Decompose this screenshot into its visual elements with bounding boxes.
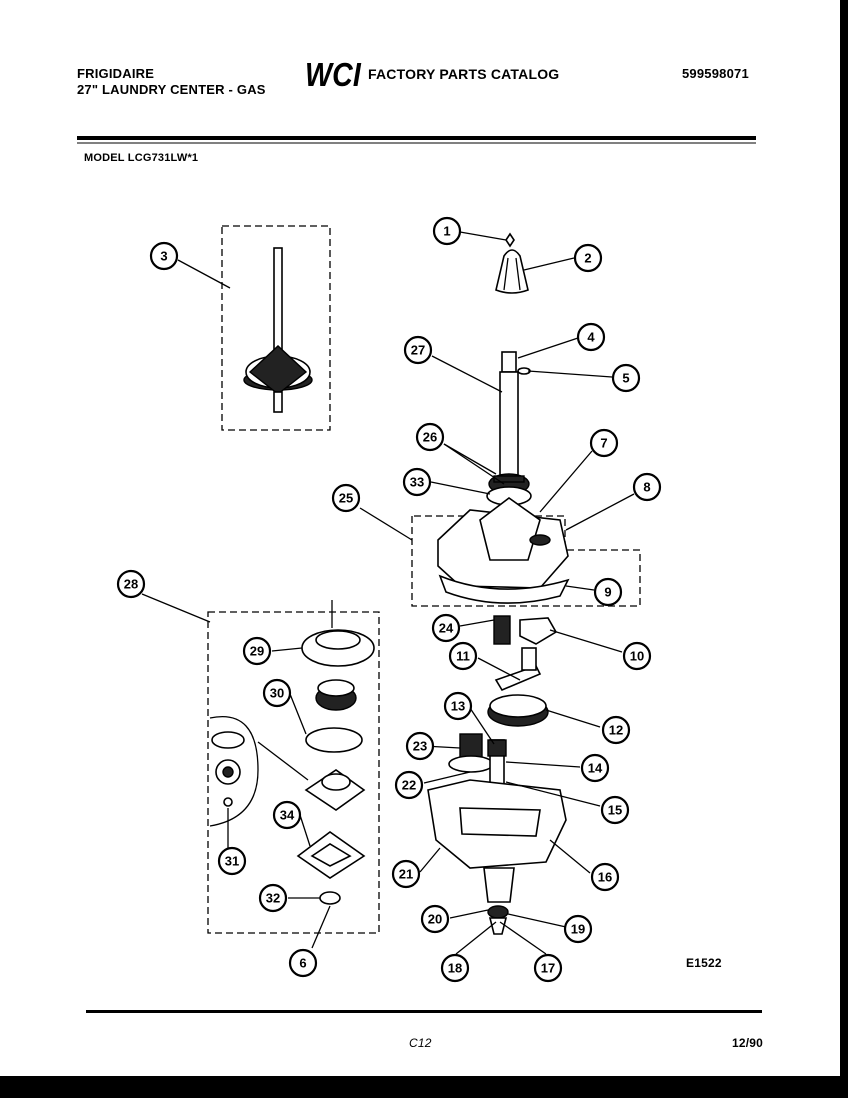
callout-8: 8	[632, 472, 662, 502]
callout-12: 12	[601, 715, 631, 745]
svg-text:17: 17	[541, 961, 555, 976]
callout-22: 22	[394, 770, 424, 800]
agitator-cap	[495, 232, 529, 294]
callout-13: 13	[443, 691, 473, 721]
callout-14: 14	[580, 753, 610, 783]
callout-7: 7	[589, 428, 619, 458]
svg-text:12: 12	[609, 723, 623, 738]
svg-text:19: 19	[571, 922, 585, 937]
callout-6: 6	[288, 948, 318, 978]
callout-18: 18	[440, 953, 470, 983]
svg-text:9: 9	[604, 585, 611, 600]
callout-15: 15	[600, 795, 630, 825]
svg-text:8: 8	[643, 480, 650, 495]
callout-24: 24	[431, 613, 461, 643]
gearcase	[427, 779, 567, 935]
svg-text:11: 11	[456, 649, 470, 664]
callout-32: 32	[258, 883, 288, 913]
page-code: C12	[409, 1036, 432, 1050]
svg-text:29: 29	[250, 644, 264, 659]
callout-29: 29	[242, 636, 272, 666]
svg-text:32: 32	[266, 891, 280, 906]
callout-1: 1	[432, 216, 462, 246]
callout-10: 10	[622, 641, 652, 671]
seal-kit-parts	[296, 600, 375, 905]
agitator-shaft-assembly	[243, 247, 313, 413]
callout-25: 25	[331, 483, 361, 513]
svg-text:22: 22	[402, 778, 416, 793]
callout-30: 30	[262, 678, 292, 708]
transmission-cover	[437, 497, 570, 604]
crank-arm	[494, 647, 542, 692]
seal-detail-bubble	[209, 716, 259, 827]
callout-17: 17	[533, 953, 563, 983]
brand-name: FRIGIDAIRE	[77, 66, 155, 81]
document-number: 599598071	[682, 66, 749, 81]
bearing-detail	[211, 731, 245, 807]
svg-text:26: 26	[423, 430, 437, 445]
footer-rule	[86, 1010, 762, 1013]
callout-21: 21	[391, 859, 421, 889]
svg-text:31: 31	[225, 854, 239, 869]
svg-text:16: 16	[598, 870, 612, 885]
svg-text:21: 21	[399, 867, 413, 882]
spin-gear	[448, 733, 494, 773]
callout-11: 11	[448, 641, 478, 671]
callout-16: 16	[590, 862, 620, 892]
svg-text:WCI: WCI	[305, 58, 362, 90]
callout-3: 3	[149, 241, 179, 271]
svg-text:25: 25	[339, 491, 353, 506]
svg-text:28: 28	[124, 577, 138, 592]
callout-19: 19	[563, 914, 593, 944]
model-number: MODEL LCG731LW*1	[84, 152, 199, 164]
svg-text:4: 4	[587, 330, 595, 345]
header-rule	[77, 136, 756, 140]
svg-text:20: 20	[428, 912, 442, 927]
svg-text:24: 24	[439, 621, 454, 636]
callout-27: 27	[403, 335, 433, 365]
svg-text:33: 33	[410, 475, 424, 490]
figure-code: E1522	[686, 956, 722, 970]
callout-5: 5	[611, 363, 641, 393]
svg-text:6: 6	[299, 956, 306, 971]
catalog-title: FACTORY PARTS CATALOG	[368, 66, 560, 82]
svg-text:23: 23	[413, 739, 427, 754]
callout-2: 2	[573, 243, 603, 273]
callout-9: 9	[593, 577, 623, 607]
svg-text:2: 2	[584, 251, 591, 266]
callout-23: 23	[405, 731, 435, 761]
svg-text:14: 14	[588, 761, 603, 776]
svg-text:1: 1	[443, 224, 450, 239]
date-code: 12/90	[732, 1036, 764, 1050]
transmission-kit-box	[411, 515, 641, 607]
callout-26: 26	[415, 422, 445, 452]
agitator-shaft-kit-box	[221, 225, 331, 431]
svg-text:5: 5	[622, 371, 629, 386]
svg-text:13: 13	[451, 699, 465, 714]
wci-logo: WCI	[305, 58, 362, 90]
svg-text:10: 10	[630, 649, 644, 664]
svg-text:34: 34	[280, 808, 295, 823]
main-drive-shaft	[486, 351, 532, 506]
svg-text:7: 7	[600, 436, 607, 451]
svg-text:15: 15	[608, 803, 622, 818]
callout-34: 34	[272, 800, 302, 830]
svg-text:3: 3	[160, 249, 167, 264]
callout-4: 4	[576, 322, 606, 352]
catalog-page: FRIGIDAIRE 27" LAUNDRY CENTER - GAS WCI …	[0, 0, 840, 1076]
svg-text:30: 30	[270, 686, 284, 701]
seal-kit-box	[207, 611, 380, 934]
drive-cam	[519, 617, 558, 645]
product-name: 27" LAUNDRY CENTER - GAS	[77, 82, 266, 97]
svg-text:27: 27	[411, 343, 425, 358]
drive-pinion	[493, 615, 511, 645]
svg-text:18: 18	[448, 961, 462, 976]
main-gear	[487, 694, 549, 727]
callout-20: 20	[420, 904, 450, 934]
callout-31: 31	[217, 846, 247, 876]
callout-28: 28	[116, 569, 146, 599]
callout-33: 33	[402, 467, 432, 497]
